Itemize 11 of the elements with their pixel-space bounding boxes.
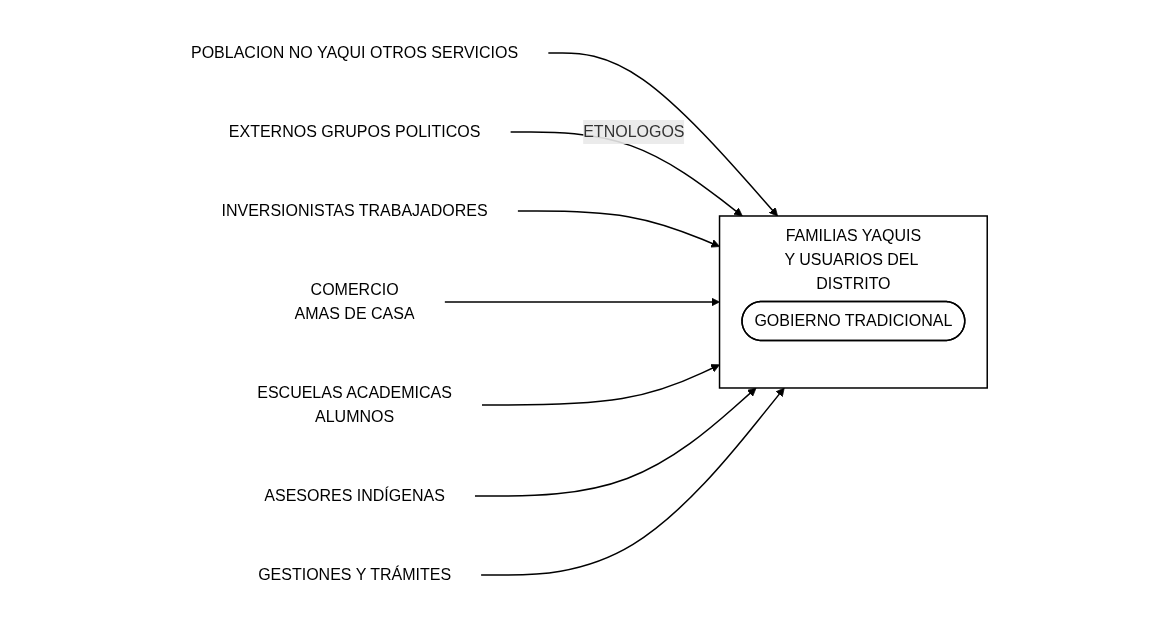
node-text: ESCUELAS ACADEMICAS ALUMNOS <box>257 383 453 425</box>
node-text: GESTIONES Y TRÁMITES <box>258 565 452 583</box>
node-text: EXTERNOS GRUPOS POLITICOS <box>229 122 481 140</box>
arrow <box>474 387 757 497</box>
node-text: COMERCIO AMAS DE CASA <box>294 280 415 322</box>
edge-label: ETNOLOGOS <box>583 122 685 140</box>
node-text: POBLACION NO YAQUI OTROS SERVICIOS <box>191 43 519 61</box>
arrow <box>480 387 785 576</box>
arrow <box>547 51 779 216</box>
node-text: ASESORES INDÍGENAS <box>264 486 446 504</box>
node-text: INVERSIONISTAS TRABAJADORES <box>221 201 489 219</box>
